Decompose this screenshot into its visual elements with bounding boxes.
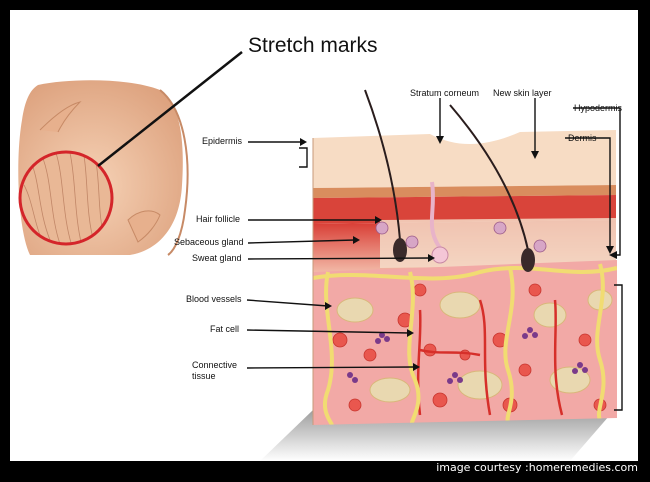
label-dermis: Dermis: [568, 133, 597, 143]
label-sebaceous-gland: Sebaceous gland: [174, 237, 244, 247]
label-connective-tissue-line1: Connective: [192, 360, 238, 370]
label-epidermis: Epidermis: [202, 136, 243, 146]
diagram-panel: Stretch marks Stratum corneum New skin l…: [10, 10, 638, 461]
image-credit: image courtesy :homeremedies.com: [436, 461, 638, 474]
label-fat-cell: Fat cell: [210, 324, 240, 334]
stretch-marks-closeup: [18, 150, 114, 246]
skin-block: [312, 89, 617, 425]
leader-lines: [246, 98, 623, 411]
label-hypodermis: Hypodermis: [574, 103, 623, 113]
label-blood-vessels: Blood vessels: [186, 294, 242, 304]
label-stratum-corneum: Stratum corneum: [410, 88, 480, 98]
arrowheads: [300, 136, 617, 371]
diagram-title: Stretch marks: [248, 34, 378, 57]
title-pointer-line: [97, 51, 243, 167]
label-hair-follicle: Hair follicle: [196, 214, 241, 224]
label-new-skin-layer: New skin layer: [493, 88, 552, 98]
label-sweat-gland: Sweat gland: [192, 253, 242, 263]
label-connective-tissue-line2: tissue: [192, 371, 216, 381]
skin-illustration: [18, 51, 623, 461]
